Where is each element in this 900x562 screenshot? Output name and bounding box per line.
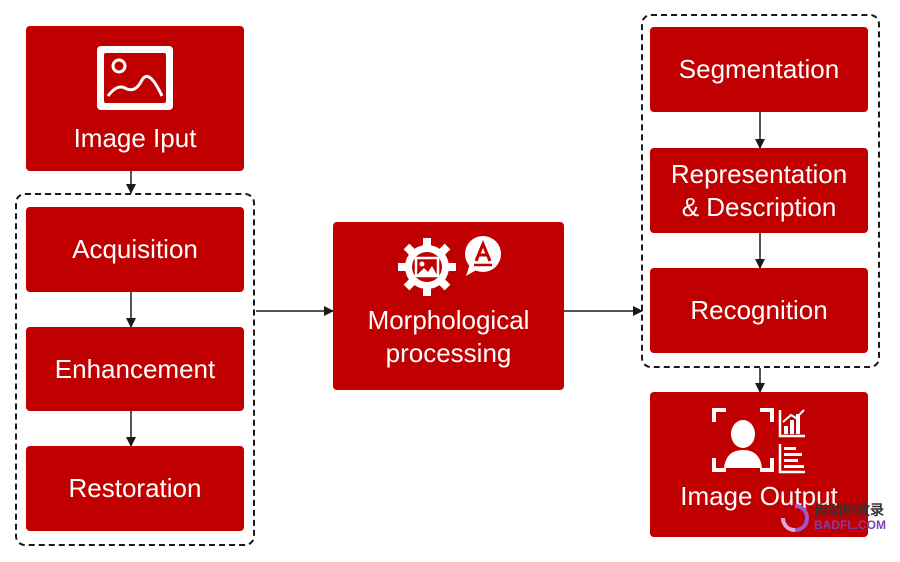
image-frame-icon bbox=[97, 46, 173, 110]
output-side-icons bbox=[778, 408, 806, 474]
morphological-label-line2: processing bbox=[385, 338, 512, 368]
enhancement-label: Enhancement bbox=[54, 353, 216, 384]
acquisition-label: Acquisition bbox=[72, 234, 198, 264]
watermark-text: 自动秒收录 BADFL.COM bbox=[814, 503, 886, 533]
preprocessing-group bbox=[15, 193, 255, 546]
watermark-logo-icon bbox=[781, 504, 810, 532]
gear-image-icon bbox=[397, 238, 456, 296]
restoration-label: Restoration bbox=[68, 473, 202, 503]
segmentation-label: Segmentation bbox=[678, 54, 840, 84]
enhancement-box: Enhancement bbox=[26, 327, 244, 411]
output-icons bbox=[712, 408, 806, 474]
acquisition-box: Acquisition bbox=[26, 207, 244, 292]
recognition-label: Recognition bbox=[690, 295, 828, 325]
representation-box: Representation & Description bbox=[650, 148, 868, 233]
face-scan-icon bbox=[712, 408, 774, 472]
letter-bubble-icon bbox=[464, 236, 501, 276]
morphological-box: Morphological processing bbox=[333, 222, 564, 390]
morph-icons bbox=[394, 234, 504, 300]
analysis-group bbox=[641, 14, 880, 368]
document-lines-icon bbox=[778, 444, 805, 474]
image-input-label: Image Iput bbox=[73, 123, 197, 153]
segmentation-box: Segmentation bbox=[650, 27, 868, 112]
watermark-line1: 自动秒收录 bbox=[814, 502, 884, 518]
restoration-box: Restoration bbox=[26, 446, 244, 531]
watermark-line2: BADFL.COM bbox=[814, 518, 886, 532]
image-input-box: Image Iput bbox=[26, 26, 244, 171]
watermark: 自动秒收录 BADFL.COM bbox=[780, 496, 890, 540]
image-output-box: Image Output bbox=[650, 392, 868, 537]
representation-label-line2: & Description bbox=[681, 191, 837, 222]
representation-label-line1: Representation bbox=[670, 158, 848, 189]
recognition-box: Recognition bbox=[650, 268, 868, 353]
bar-chart-icon bbox=[778, 409, 805, 438]
morphological-label-line1: Morphological bbox=[367, 305, 530, 335]
image-output-label: Image Output bbox=[680, 481, 838, 511]
